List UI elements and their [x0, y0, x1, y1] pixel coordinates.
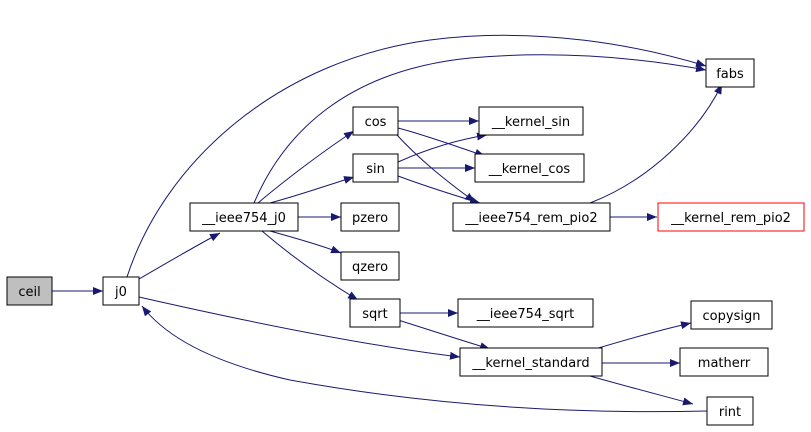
node-label-sin: sin	[366, 162, 385, 177]
node-label-kernel-standard: __kernel_standard	[471, 356, 589, 371]
node-label-copysign: copysign	[703, 309, 761, 324]
node-kernel-cos[interactable]: __kernel_cos	[474, 153, 585, 183]
node-label-kernel-sin: __kernel_sin	[491, 115, 570, 130]
node-kernel-sin[interactable]: __kernel_sin	[478, 106, 584, 136]
edge-cos-to-kernel-cos	[397, 127, 486, 157]
edge-cos-to-ieee754-rem-pio2	[395, 133, 476, 203]
edge-j0-to-fabs	[126, 34, 707, 278]
node-label-matherr: matherr	[698, 356, 751, 371]
edge-kernel-standard-to-rint	[589, 375, 694, 406]
node-label-pzero: pzero	[352, 211, 388, 226]
edge-ieee754-j0-to-sqrt	[261, 230, 359, 301]
edge-ieee754-j0-to-qzero	[269, 230, 342, 254]
node-kernel-standard[interactable]: __kernel_standard	[459, 347, 603, 377]
edge-sin-to-ieee754-rem-pio2	[397, 175, 481, 204]
node-fabs[interactable]: fabs	[705, 58, 755, 88]
node-sin[interactable]: sin	[352, 153, 399, 183]
node-pzero[interactable]: pzero	[340, 202, 400, 232]
node-label-kernel-rem-pio2: __kernel_rem_pio2	[670, 211, 791, 226]
node-label-ieee754-j0: __ieee754_j0	[201, 211, 286, 226]
node-label-kernel-cos: __kernel_cos	[488, 162, 571, 177]
node-matherr[interactable]: matherr	[679, 347, 769, 377]
node-sqrt[interactable]: sqrt	[349, 298, 401, 328]
node-ieee754-sqrt[interactable]: __ieee754_sqrt	[457, 298, 594, 328]
node-ieee754-j0[interactable]: __ieee754_j0	[189, 202, 299, 232]
edge-rint-to-j0	[141, 305, 708, 413]
edge-ieee754-j0-to-cos	[257, 130, 355, 204]
node-rint[interactable]: rint	[706, 396, 754, 426]
node-label-sqrt: sqrt	[362, 307, 387, 322]
node-copysign[interactable]: copysign	[690, 300, 773, 330]
node-label-ieee754-rem-pio2: __ieee754_rem_pio2	[464, 211, 597, 226]
edge-kernel-standard-to-copysign	[594, 321, 692, 350]
edge-j0-to-ieee754-j0	[138, 232, 221, 280]
node-cos[interactable]: cos	[352, 106, 399, 136]
nodes: ceil j0 __ieee754_j0 cos sin pzero qzero	[6, 58, 805, 426]
node-label-cos: cos	[365, 115, 387, 130]
node-qzero[interactable]: qzero	[340, 251, 400, 281]
node-ceil[interactable]: ceil	[6, 276, 53, 306]
node-label-fabs: fabs	[716, 67, 744, 82]
node-label-j0: j0	[114, 285, 127, 300]
node-ieee754-rem-pio2[interactable]: __ieee754_rem_pio2	[452, 202, 611, 232]
edge-ieee754-j0-to-fabs	[253, 54, 707, 204]
node-label-qzero: qzero	[352, 260, 388, 275]
node-j0[interactable]: j0	[102, 276, 140, 306]
edge-sqrt-to-kernel-standard	[397, 319, 491, 350]
edge-sin-to-kernel-sin	[397, 132, 488, 163]
node-label-rint: rint	[719, 405, 741, 420]
edge-ieee754-rem-pio2-to-fabs	[589, 83, 723, 204]
node-label-ieee754-sqrt: __ieee754_sqrt	[476, 307, 574, 322]
node-label-ceil: ceil	[18, 285, 40, 300]
edges	[52, 34, 723, 413]
edge-j0-to-kernel-standard	[138, 296, 461, 360]
node-kernel-rem-pio2[interactable]: __kernel_rem_pio2	[657, 202, 805, 232]
edge-ieee754-j0-to-sin	[269, 176, 355, 204]
